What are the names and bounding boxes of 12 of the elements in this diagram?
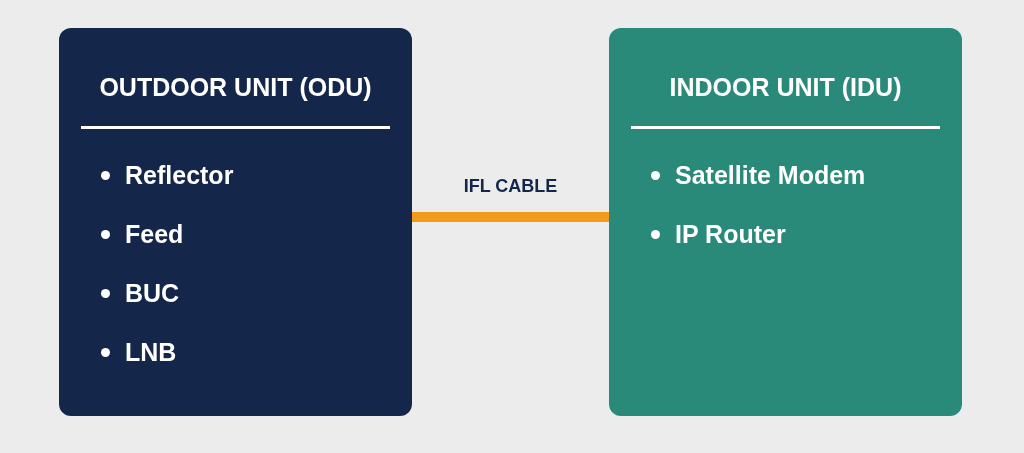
bullet-item: Feed xyxy=(101,216,184,252)
bullet-item: IP Router xyxy=(651,216,786,252)
panel-heading: INDOOR UNIT (IDU) xyxy=(668,72,903,103)
edge-label: IFL CABLE xyxy=(463,176,558,197)
bullet-item: BUC xyxy=(101,275,180,311)
unit-panel xyxy=(609,28,962,416)
bullet-item: Reflector xyxy=(101,157,234,193)
panel-heading: OUTDOOR UNIT (ODU) xyxy=(98,72,373,103)
bullet-item: LNB xyxy=(101,334,177,370)
cable-line xyxy=(412,212,609,222)
bullet-item: Satellite Modem xyxy=(651,157,866,193)
unit-panel xyxy=(59,28,412,416)
